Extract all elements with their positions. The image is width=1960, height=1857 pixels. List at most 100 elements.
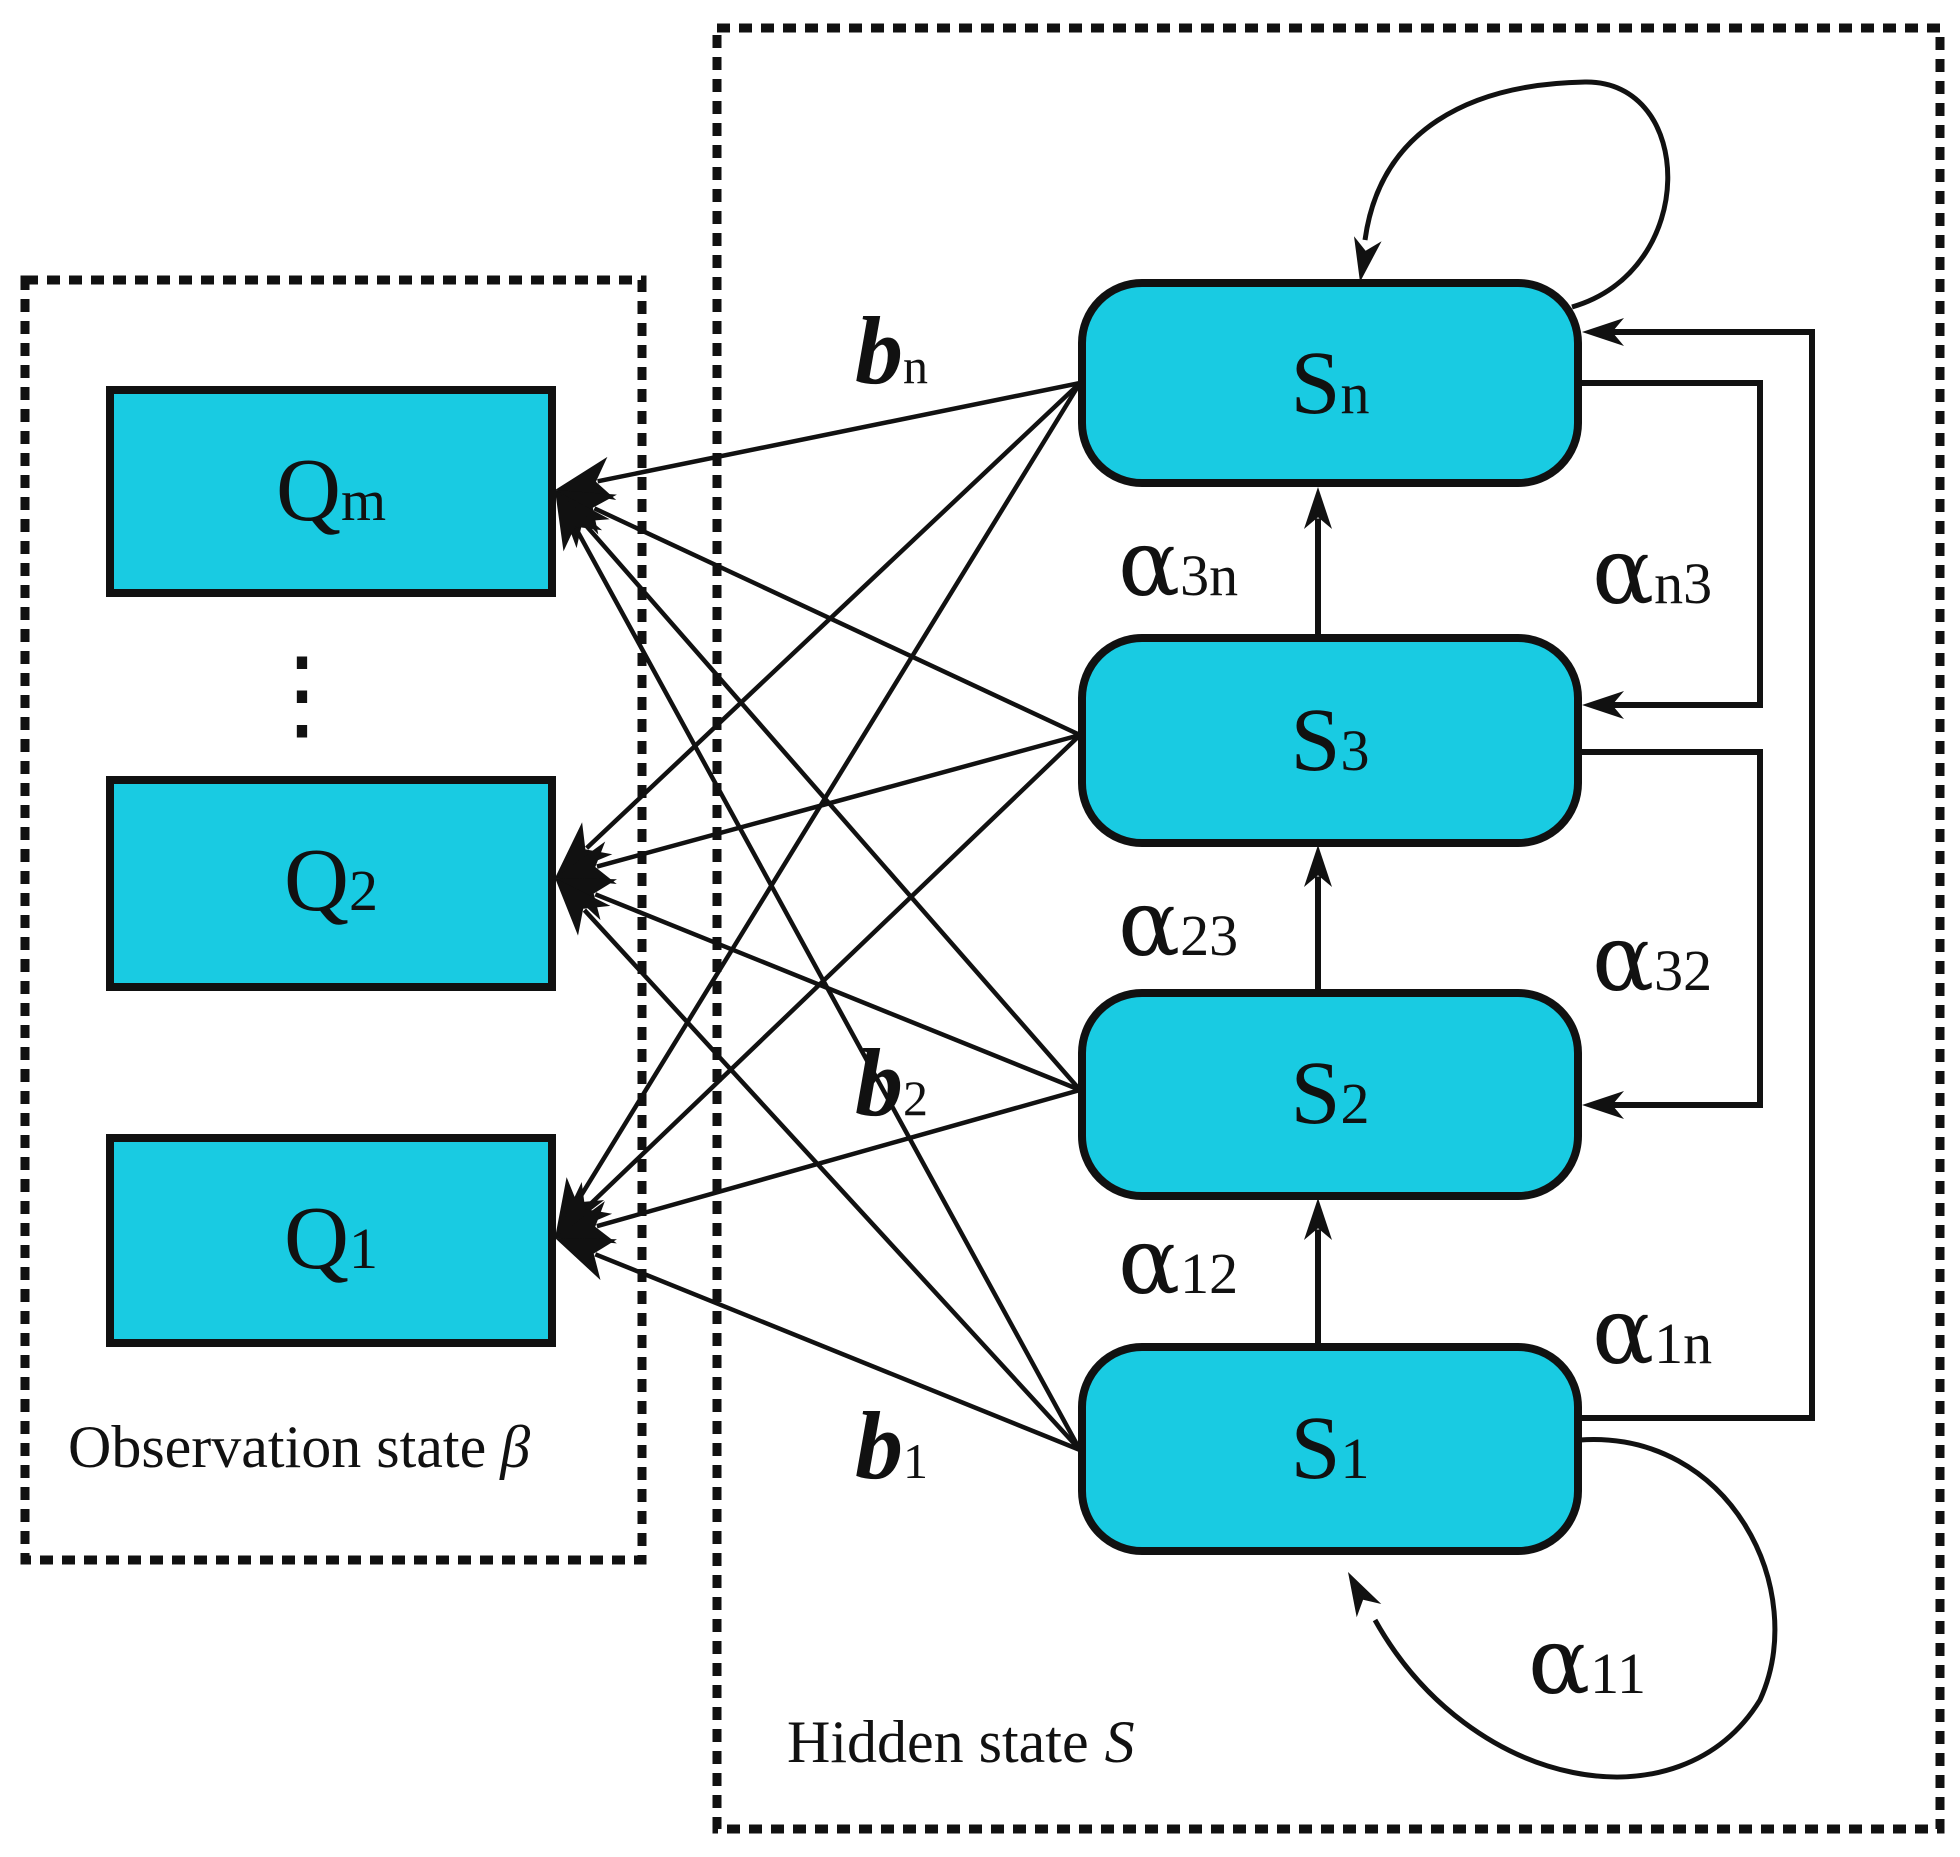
emission-edge-s2-q1-arrowhead <box>555 1201 617 1244</box>
observation-caption-symbol: β <box>499 1414 530 1480</box>
label-b-n: bn <box>855 297 928 404</box>
label-alpha-n3-sub: n3 <box>1654 551 1712 616</box>
label-b-1: b1 <box>855 1392 928 1499</box>
observation-node-q1: Q1 <box>106 1134 556 1347</box>
observation-node-qm-base: Q <box>276 441 341 540</box>
label-alpha-23-sub: 23 <box>1180 903 1238 968</box>
transition-edge-s2-s3-arrowhead <box>1304 845 1332 887</box>
edges <box>555 79 1815 1780</box>
observation-node-q2: Q2 <box>106 776 556 991</box>
emission-edge-sn-q2 <box>585 381 1082 850</box>
label-alpha-3n-sub: 3n <box>1180 543 1238 608</box>
label-alpha-23: α23 <box>1118 870 1238 977</box>
transition-edge-s1-sn-arrowhead <box>1582 318 1624 346</box>
observation-node-q2-box <box>106 776 556 991</box>
emission-edge-s2-q1 <box>596 1087 1081 1229</box>
emission-edge-s3-qm <box>593 506 1081 738</box>
hidden-node-s1-sub: 1 <box>1341 1426 1370 1491</box>
self-loop-sn <box>1362 79 1671 310</box>
hidden-node-s2-box <box>1078 989 1582 1200</box>
label-alpha-1n-base: α <box>1592 1278 1654 1385</box>
label-b-1-base: b <box>855 1392 903 1499</box>
hidden-node-s3-box <box>1078 634 1582 847</box>
label-b-2: b2 <box>855 1029 928 1136</box>
hidden-node-sn-box <box>1078 279 1582 487</box>
label-alpha-3n: α3n <box>1118 510 1238 617</box>
emission-edge-s1-q1 <box>594 1252 1081 1453</box>
hidden-node-s3-sub: 3 <box>1341 718 1370 783</box>
label-alpha-12: α12 <box>1118 1208 1238 1315</box>
label-alpha-11-sub: 11 <box>1590 1641 1646 1706</box>
transition-edge-s3-s2 <box>1580 749 1763 1108</box>
svg-text:Q1: Q1 <box>284 1189 378 1288</box>
hidden-node-sn: Sn <box>1078 279 1582 487</box>
label-alpha-32-sub: 32 <box>1654 938 1712 1003</box>
observation-ellipsis: ⋮ <box>252 639 352 750</box>
label-alpha-n3: αn3 <box>1592 518 1712 625</box>
hidden-node-s3: S3 <box>1078 634 1582 847</box>
observation-node-q2-sub: 2 <box>349 858 378 923</box>
label-b-2-base: b <box>855 1029 903 1136</box>
hidden-caption-text: Hidden state <box>787 1709 1089 1775</box>
svg-text:S1: S1 <box>1290 1399 1369 1498</box>
observation-node-q1-box <box>106 1134 556 1347</box>
emission-edge-s1-q2-arrowhead <box>555 878 611 936</box>
hidden-node-s1-base: S <box>1290 1399 1340 1498</box>
emission-edge-s3-q2-arrowhead <box>555 841 617 884</box>
emission-edge-s3-q1 <box>584 733 1082 1210</box>
observation-node-q1-sub: 1 <box>349 1216 378 1281</box>
label-alpha-32: α32 <box>1592 905 1712 1012</box>
observation-caption-text: Observation state <box>68 1414 486 1480</box>
hidden-caption-symbol: S <box>1105 1709 1135 1775</box>
emission-edge-s3-q1-arrowhead <box>555 1182 613 1238</box>
observation-frame <box>20 275 647 1565</box>
transition-edge-sn-s3 <box>1580 380 1763 708</box>
label-alpha-23-base: α <box>1118 870 1180 977</box>
hidden-node-s2: S2 <box>1078 989 1582 1200</box>
label-alpha-11: α11 <box>1528 1608 1646 1715</box>
hidden-node-s1-box <box>1078 1343 1582 1555</box>
label-alpha-1n: α1n <box>1592 1278 1712 1385</box>
label-b-n-sub: n <box>903 338 928 394</box>
self-loop-s1 <box>1372 1437 1778 1780</box>
hidden-frame <box>712 23 1945 1834</box>
label-alpha-32-base: α <box>1592 905 1654 1012</box>
label-alpha-11-base: α <box>1528 1608 1590 1715</box>
observation-node-q1-base: Q <box>284 1189 349 1288</box>
label-alpha-n3-base: α <box>1592 518 1654 625</box>
emission-edge-s1-qm-arrowhead <box>555 490 603 552</box>
hidden-node-s1: S1 <box>1078 1343 1582 1555</box>
emission-edge-s1-qm <box>573 527 1082 1452</box>
observation-node-qm-sub: m <box>341 468 386 533</box>
emission-edge-sn-qm-arrowhead <box>555 456 617 500</box>
label-alpha-3n-base: α <box>1118 510 1180 617</box>
emission-edge-sn-q2-arrowhead <box>555 822 613 878</box>
label-alpha-1n-sub: 1n <box>1654 1311 1712 1376</box>
emission-edge-s1-q1-arrowhead <box>555 1238 617 1281</box>
svg-text:Sn: Sn <box>1290 334 1369 433</box>
hidden-node-s2-sub: 2 <box>1341 1071 1370 1136</box>
label-b-n-base: b <box>855 297 903 404</box>
self-loop-sn-arrowhead <box>1354 236 1382 282</box>
svg-text:S3: S3 <box>1290 691 1369 790</box>
emission-edge-sn-q1 <box>575 381 1082 1203</box>
hidden-node-s2-base: S <box>1290 1044 1340 1143</box>
transition-edge-s1-s2-arrowhead <box>1304 1198 1332 1240</box>
hidden-node-sn-base: S <box>1290 334 1340 433</box>
emission-edge-s2-q2 <box>594 892 1081 1093</box>
transition-edge-s3-sn-arrowhead <box>1304 487 1332 529</box>
svg-text:Qm: Qm <box>276 441 386 540</box>
observation-node-qm: Qm <box>106 386 556 597</box>
emission-edge-s1-q2 <box>582 908 1082 1452</box>
transition-edge-s1-sn <box>1580 329 1815 1421</box>
hidden-node-sn-sub: n <box>1341 361 1370 426</box>
observation-node-qm-box <box>106 386 556 597</box>
transition-edge-sn-s3-arrowhead <box>1582 691 1624 719</box>
hidden-node-s3-base: S <box>1290 691 1340 790</box>
label-alpha-12-base: α <box>1118 1208 1180 1315</box>
emission-edge-sn-qm <box>597 380 1081 484</box>
